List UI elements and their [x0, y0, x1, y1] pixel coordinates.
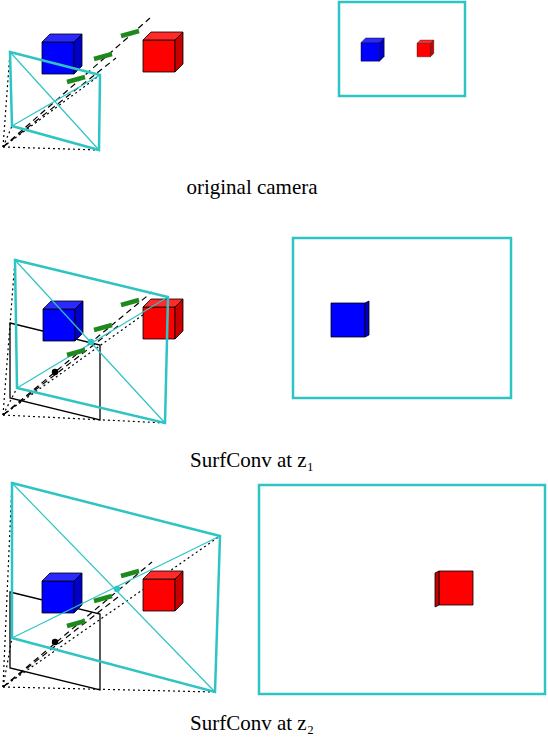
original-camera-scene: [3, 2, 465, 150]
panel-caption: original camera: [186, 176, 317, 199]
surfconv-z2-scene: [3, 483, 545, 694]
panel-caption: SurfConv at z₂: [190, 712, 314, 735]
panel-caption: SurfConv at z₁: [190, 449, 314, 472]
surfconv-z1-scene: [3, 238, 511, 423]
